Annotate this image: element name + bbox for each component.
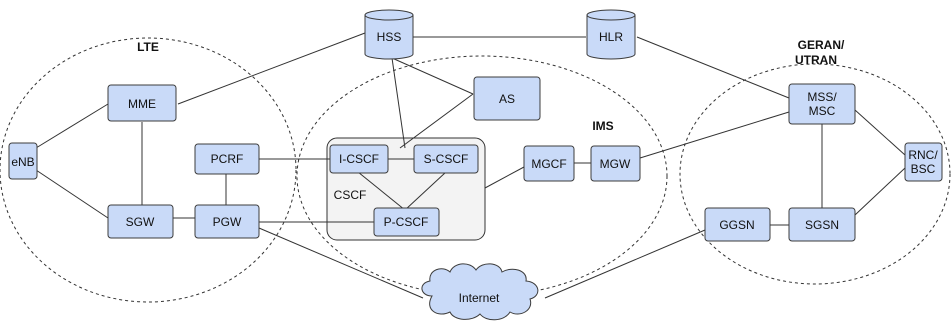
link-cscf-mgcf — [484, 166, 525, 189]
mgcf-label: MGCF — [531, 157, 566, 171]
node-sgsn: SGSN — [788, 207, 856, 242]
node-rnc-bsc: RNC/ BSC — [904, 142, 943, 182]
node-sgw: SGW — [107, 204, 174, 239]
link-mgw-mss — [639, 111, 790, 159]
link-internet-ggsn — [544, 229, 706, 299]
geran-utran-label-line2: UTRAN — [795, 53, 837, 67]
hss-label: HSS — [377, 30, 402, 44]
node-i-cscf: I-CSCF — [329, 144, 389, 174]
internet-label: Internet — [459, 291, 500, 305]
link-hss-icscf — [391, 57, 406, 149]
node-mss-msc: MSS/ MSC — [788, 83, 856, 125]
link-hss-mme — [177, 32, 366, 105]
connections — [35, 32, 906, 299]
sgsn-label: SGSN — [805, 218, 839, 232]
sgw-label: SGW — [126, 215, 155, 229]
geran-utran-region — [679, 63, 951, 285]
lte-region — [0, 37, 297, 303]
mss-msc-label-line1: MSS/ — [807, 90, 837, 104]
link-icscf-pcscf — [357, 171, 406, 211]
node-ggsn: GGSN — [704, 207, 771, 242]
node-p-cscf: P-CSCF — [373, 207, 440, 237]
node-as: AS — [473, 76, 541, 121]
enb-label: eNB — [11, 155, 34, 169]
node-s-cscf: S-CSCF — [413, 144, 479, 174]
mgw-label: MGW — [600, 157, 631, 171]
link-as-icscf — [399, 93, 474, 149]
hlr-label: HLR — [599, 30, 623, 44]
node-pcrf: PCRF — [194, 143, 260, 175]
hlr-database-icon: HLR — [586, 9, 636, 60]
node-pgw: PGW — [194, 204, 260, 239]
i-cscf-label: I-CSCF — [339, 152, 379, 166]
internet-cloud-icon: Internet — [421, 263, 539, 321]
link-enb-mme — [35, 103, 109, 149]
s-cscf-label: S-CSCF — [424, 152, 469, 166]
lte-region-label: LTE — [137, 40, 159, 54]
rnc-bsc-label-line1: RNC/ — [908, 148, 938, 162]
geran-utran-label-line1: GERAN/ — [798, 38, 845, 52]
as-label: AS — [499, 92, 515, 106]
link-mss-rnc — [854, 109, 906, 156]
mss-msc-label-line2: MSC — [809, 104, 836, 118]
link-scscf-pcscf — [404, 171, 447, 211]
ims-region-label: IMS — [592, 119, 613, 133]
pgw-label: PGW — [213, 215, 242, 229]
node-mgw: MGW — [590, 145, 641, 182]
node-mme: MME — [107, 84, 177, 122]
p-cscf-label: P-CSCF — [384, 215, 429, 229]
pcrf-label: PCRF — [211, 152, 244, 166]
link-sgsn-rnc — [854, 167, 906, 216]
link-enb-sgw — [35, 169, 109, 219]
hss-database-icon: HSS — [364, 9, 414, 60]
ggsn-label: GGSN — [719, 218, 754, 232]
mme-label: MME — [128, 97, 156, 111]
link-hss-as — [391, 57, 474, 95]
link-pgw-internet — [258, 227, 424, 299]
rnc-bsc-label-line2: BSC — [911, 162, 936, 176]
link-hlr-mss — [636, 36, 790, 99]
cscf-group-label: CSCF — [334, 188, 367, 202]
node-enb: eNB — [8, 142, 38, 180]
node-mgcf: MGCF — [523, 145, 575, 182]
